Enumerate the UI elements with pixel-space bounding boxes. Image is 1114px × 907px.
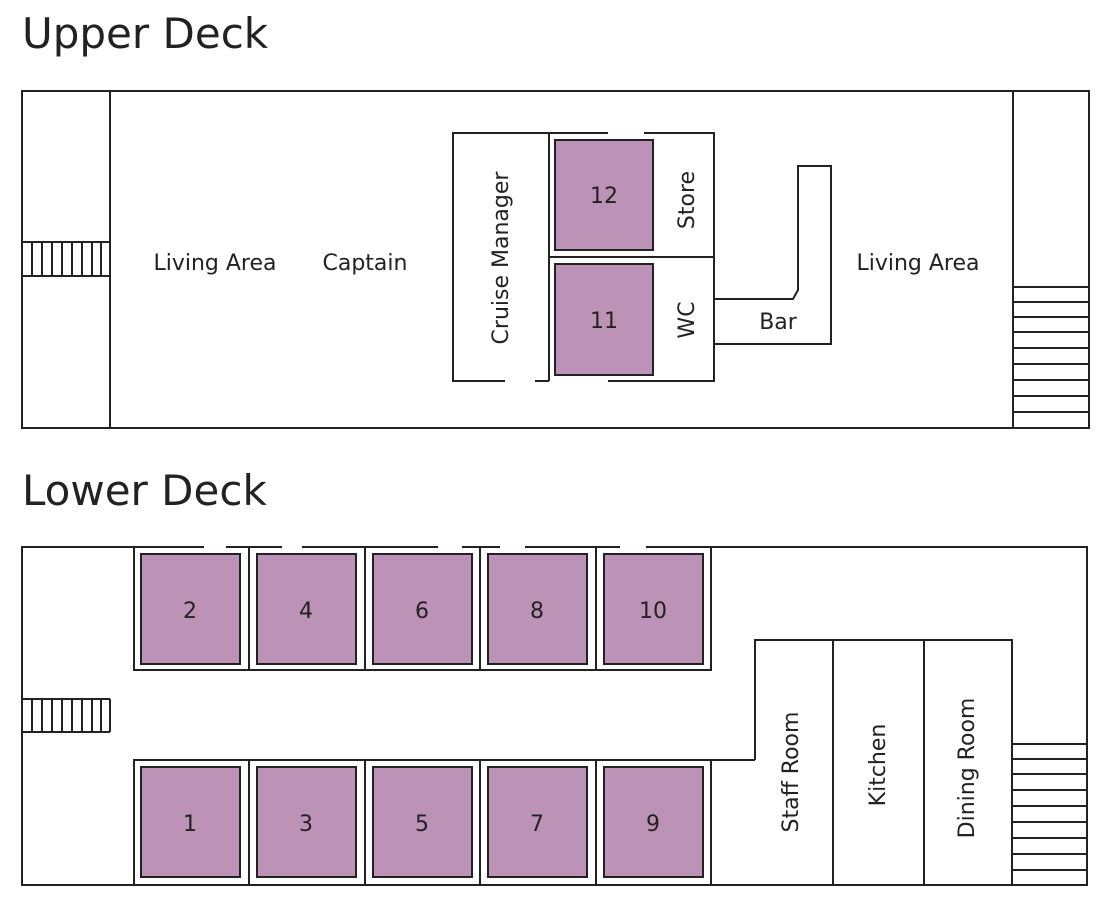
bar-label: Bar	[759, 310, 798, 335]
upper-deck-outline	[21, 90, 1090, 429]
store-label: Store	[675, 171, 700, 229]
cabin-8-number: 8	[530, 599, 544, 624]
cruise-manager-room	[452, 132, 608, 382]
top-cabin-block	[133, 547, 712, 671]
service-rooms	[754, 639, 1013, 885]
cabin-6	[372, 553, 473, 665]
upper-deck-title: Upper Deck	[22, 9, 269, 58]
dining-room-label: Dining Room	[955, 698, 980, 839]
cabin-9	[603, 766, 704, 878]
lower-left-stairs	[22, 698, 111, 733]
bar-counter	[714, 165, 832, 345]
upper-left-stairs	[22, 241, 110, 277]
lower-deck-outline	[21, 546, 1088, 886]
cabin-1	[140, 766, 241, 878]
cruise-manager-label: Cruise Manager	[489, 171, 514, 345]
cabin-6-number: 6	[415, 599, 429, 624]
cabin-7-number: 7	[530, 812, 544, 837]
upper-right-stairs	[1013, 286, 1089, 413]
cabin-2	[140, 553, 241, 665]
cabin-7	[487, 766, 588, 878]
living-area-left-label: Living Area	[153, 251, 276, 276]
cabin-9-number: 9	[646, 812, 660, 837]
cabin-4	[256, 553, 357, 665]
cabin-12	[554, 139, 654, 251]
kitchen-label: Kitchen	[866, 724, 891, 807]
cabin-5	[372, 766, 473, 878]
cabin-3-number: 3	[299, 812, 313, 837]
wc-label: WC	[675, 301, 700, 338]
lower-right-stairs	[1013, 743, 1087, 871]
staff-room-label: Staff Room	[779, 712, 804, 833]
lower-deck-title: Lower Deck	[22, 466, 267, 515]
cabin-8	[487, 553, 588, 665]
cabin-1-number: 1	[183, 812, 197, 837]
cabin-11-number: 11	[590, 309, 618, 334]
cabin-2-number: 2	[183, 599, 197, 624]
cabin-10	[603, 553, 704, 665]
cabin-3	[256, 766, 357, 878]
cabin-4-number: 4	[299, 599, 313, 624]
living-area-right-label: Living Area	[856, 251, 979, 276]
cabin-5-number: 5	[415, 812, 429, 837]
cabin-12-number: 12	[590, 184, 618, 209]
bottom-cabin-block	[133, 759, 755, 885]
cabin-11	[554, 263, 654, 376]
cabin-10-number: 10	[639, 599, 667, 624]
captain-label: Captain	[323, 251, 408, 276]
